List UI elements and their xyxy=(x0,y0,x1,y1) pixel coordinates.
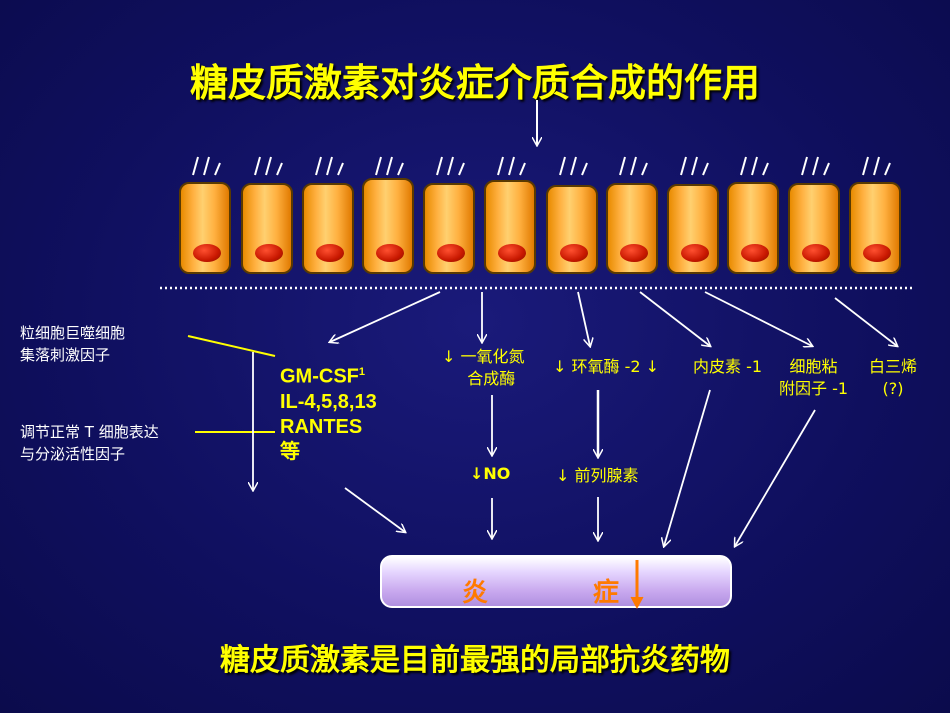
page-title: 糖皮质激素对炎症介质合成的作用 xyxy=(189,61,760,105)
drug-slash-mark xyxy=(884,162,891,176)
cytokines-to-inflammation xyxy=(344,487,405,532)
footer-statement: 糖皮质激素是目前最强的局部抗炎药物 xyxy=(220,643,730,678)
drug-slash-mark xyxy=(812,156,819,176)
epithelial-cell xyxy=(484,180,536,274)
cytokine-list: GM-CSF1 IL-4,5,8,13 RANTES 等 xyxy=(280,360,377,465)
drug-slash-mark xyxy=(691,156,698,176)
arrow-to-adhesion xyxy=(704,291,812,346)
drug-slash-mark xyxy=(619,156,626,176)
arrow-to-leukotriene xyxy=(834,297,897,346)
cell-nucleus xyxy=(863,244,891,262)
connector-gmcsf xyxy=(187,335,276,357)
cell-nucleus xyxy=(620,244,648,262)
cytokine-gmcsf: GM-CSF1 xyxy=(280,365,366,388)
drug-slash-mark xyxy=(497,156,504,176)
drug-slash-mark xyxy=(740,156,747,176)
epithelial-cell xyxy=(546,185,598,274)
drug-slash-mark xyxy=(254,156,261,176)
cell-nucleus xyxy=(376,244,404,262)
cell-nucleus xyxy=(316,244,344,262)
drug-slash-mark xyxy=(630,156,637,176)
no-label: ↓NO xyxy=(470,464,511,483)
adhesion-to-inflammation xyxy=(735,409,816,546)
no-synthase-label: ↓ 一氧化氮 合成酶 xyxy=(442,347,525,388)
epithelial-cell xyxy=(727,182,779,274)
drug-slash-mark xyxy=(192,156,199,176)
drug-slash-mark xyxy=(559,156,566,176)
adhesion-molecule-label: 细胞粘 附因子 -1 xyxy=(779,357,849,398)
drug-slash-mark xyxy=(315,156,322,176)
cell-nucleus xyxy=(681,244,709,262)
epithelial-cell xyxy=(667,184,719,274)
drug-slash-mark xyxy=(386,156,393,176)
drug-slash-mark xyxy=(397,162,404,176)
prostaglandin-label: ↓ 前列腺素 xyxy=(556,466,639,485)
drug-slash-mark xyxy=(508,156,515,176)
inflammation-char-2: 症 xyxy=(593,578,620,608)
drug-slash-mark xyxy=(702,162,709,176)
cell-nucleus xyxy=(741,244,769,262)
cell-nucleus xyxy=(255,244,283,262)
cox2-label: ↓ 环氧酶 -2 ↓ xyxy=(553,357,660,376)
cell-nucleus xyxy=(498,244,526,262)
cell-nucleus xyxy=(560,244,588,262)
leukotriene-label: 白三烯 (?) xyxy=(869,357,918,398)
drug-slash-mark xyxy=(862,156,869,176)
drug-slash-mark xyxy=(375,156,382,176)
endothelin-to-inflammation xyxy=(664,389,711,546)
drug-slash-mark xyxy=(581,162,588,176)
gmcsf-full-name: 粒细胞巨噬细胞 集落刺激因子 xyxy=(20,324,126,364)
epithelial-cell xyxy=(179,182,231,274)
drug-slash-mark xyxy=(447,156,454,176)
drug-slash-mark xyxy=(436,156,443,176)
drug-slash-mark xyxy=(276,162,283,176)
cytokine-interleukins: IL-4,5,8,13 xyxy=(280,390,377,413)
arrow-to-cytokines xyxy=(330,291,441,342)
epithelial-cell xyxy=(849,182,901,274)
inflammation-char-1: 炎 xyxy=(462,578,489,608)
drug-slash-mark xyxy=(751,156,758,176)
drug-slash-mark xyxy=(680,156,687,176)
endothelin-label: 内皮素 -1 xyxy=(693,357,763,376)
drug-slash-mark xyxy=(458,162,465,176)
cell-nucleus xyxy=(802,244,830,262)
drug-slash-mark xyxy=(641,162,648,176)
drug-slash-mark xyxy=(570,156,577,176)
epithelial-cell xyxy=(241,183,293,274)
rantes-full-name: 调节正常 T 细胞表达 与分泌活性因子 xyxy=(20,423,159,463)
epithelial-cell xyxy=(302,183,354,274)
arrow-to-endothelin xyxy=(639,291,710,346)
inflammation-box xyxy=(380,555,732,608)
cell-nucleus xyxy=(437,244,465,262)
cell-nucleus xyxy=(193,244,221,262)
drug-slash-mark xyxy=(801,156,808,176)
drug-slash-mark xyxy=(326,156,333,176)
epithelial-cell xyxy=(606,183,658,274)
epithelial-cell xyxy=(788,183,840,274)
cytokine-rantes: RANTES xyxy=(280,415,363,438)
drug-slash-mark xyxy=(823,162,830,176)
drug-slash-mark xyxy=(519,162,526,176)
drug-slash-mark xyxy=(203,156,210,176)
arrow-to-cox xyxy=(577,291,590,346)
drug-slash-mark xyxy=(762,162,769,176)
drug-slash-mark xyxy=(265,156,272,176)
epithelial-cell xyxy=(362,178,414,274)
cytokine-etc: 等 xyxy=(280,440,300,463)
drug-slash-marks xyxy=(192,156,891,176)
drug-slash-mark xyxy=(873,156,880,176)
drug-slash-mark xyxy=(337,162,344,176)
drug-slash-mark xyxy=(214,162,221,176)
epithelial-cell xyxy=(423,183,475,274)
